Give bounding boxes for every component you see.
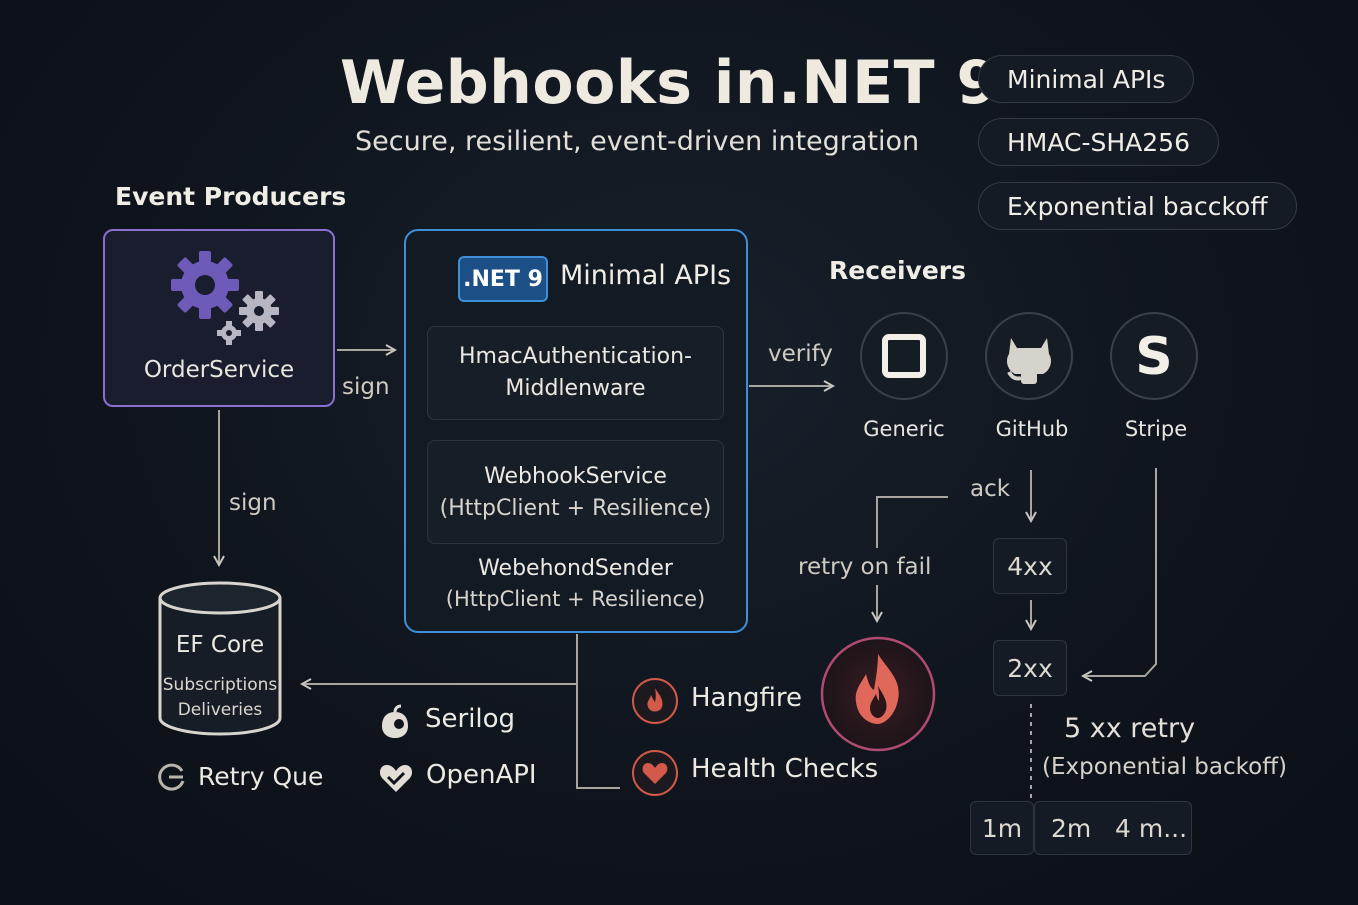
delay-2m: 2m (1051, 814, 1092, 843)
svg-text:S: S (1135, 327, 1172, 387)
sender-line2: (HttpClient + Resilience) (445, 587, 706, 611)
db-deliveries: Deliveries (177, 700, 263, 720)
producers-heading: Event Producers (115, 182, 347, 211)
edge-retry-on-fail (876, 496, 948, 548)
delay-1m: 1m (970, 801, 1034, 855)
page-title: Webhooks in.NET 9 (340, 48, 999, 118)
status-2xx: 2xx (993, 640, 1067, 696)
retry-queue-icon (158, 763, 185, 791)
retry-subtitle: (Exponential backoff) (1042, 754, 1288, 780)
hmac-middleware-box: HmacAuthentication- Middlenware (427, 326, 724, 420)
edge-label-retry-on-fail: retry on fail (798, 554, 932, 580)
health-checks-icon (632, 750, 678, 796)
openapi-label: OpenAPI (426, 760, 537, 790)
serilog-label: Serilog (425, 704, 516, 734)
edge-label-sign-down: sign (229, 490, 277, 516)
hangfire-label: Hangfire (691, 683, 802, 713)
page-subtitle: Secure, resilient, event-driven integrat… (355, 126, 920, 157)
tag-hmac: HMAC-SHA256 (978, 118, 1219, 166)
delay-4m: 4 m... (1115, 814, 1188, 843)
db-subscriptions: Subscriptions (162, 675, 278, 695)
edge-net-to-health (576, 684, 620, 789)
edge-label-sign-right: sign (342, 374, 390, 400)
edge-label-verify: verify (768, 341, 833, 367)
openapi-heart-icon (379, 765, 413, 792)
hangfire-small-icon (632, 678, 678, 724)
tag-minimal-apis: Minimal APIs (978, 55, 1195, 103)
receivers-heading: Receivers (829, 256, 967, 285)
database-icon (158, 581, 282, 736)
db-title: EF Core (175, 632, 265, 658)
webhook-sender: WebehondSender (HttpClient + Resilience) (427, 553, 724, 615)
edge-stripe-to-2xx (1084, 468, 1157, 676)
receiver-generic (860, 312, 948, 400)
gears-icon (171, 251, 279, 345)
sender-line1: WebehondSender (478, 556, 673, 581)
receiver-github (985, 312, 1073, 400)
receiver-stripe-label: Stripe (1124, 417, 1188, 441)
stripe-icon: S (1135, 327, 1172, 387)
webhook-service-box: WebhookService (HttpClient + Resilience) (427, 440, 724, 544)
order-service-label: OrderService (143, 357, 295, 383)
service-line2: (HttpClient + Resilience) (439, 496, 712, 521)
receiver-generic-label: Generic (863, 417, 945, 441)
hangfire-flame-icon (820, 636, 936, 752)
middleware-line2: Middlenware (505, 376, 646, 401)
service-line1: WebhookService (484, 464, 667, 489)
retry-queue-label: Retry Que (198, 762, 324, 791)
edge-label-ack: ack (970, 476, 1011, 502)
net-label: Minimal APIs (560, 260, 732, 291)
receiver-stripe: S (1110, 312, 1198, 400)
square-icon (882, 334, 926, 378)
receiver-github-label: GitHub (995, 417, 1069, 441)
status-4xx: 4xx (993, 538, 1067, 594)
net9-badge: .NET 9 (458, 256, 548, 302)
order-service-node: OrderService (103, 229, 335, 407)
health-checks-label: Health Checks (691, 754, 879, 784)
serilog-icon (382, 704, 408, 738)
edge-net-to-db (303, 634, 578, 684)
middleware-line1: HmacAuthentication- (459, 344, 692, 369)
retry-title: 5 xx retry (1064, 713, 1196, 744)
delay-group: 2m 4 m... (1034, 801, 1192, 855)
tag-backoff: Exponential bacckoff (978, 182, 1297, 230)
github-icon (1007, 338, 1051, 384)
